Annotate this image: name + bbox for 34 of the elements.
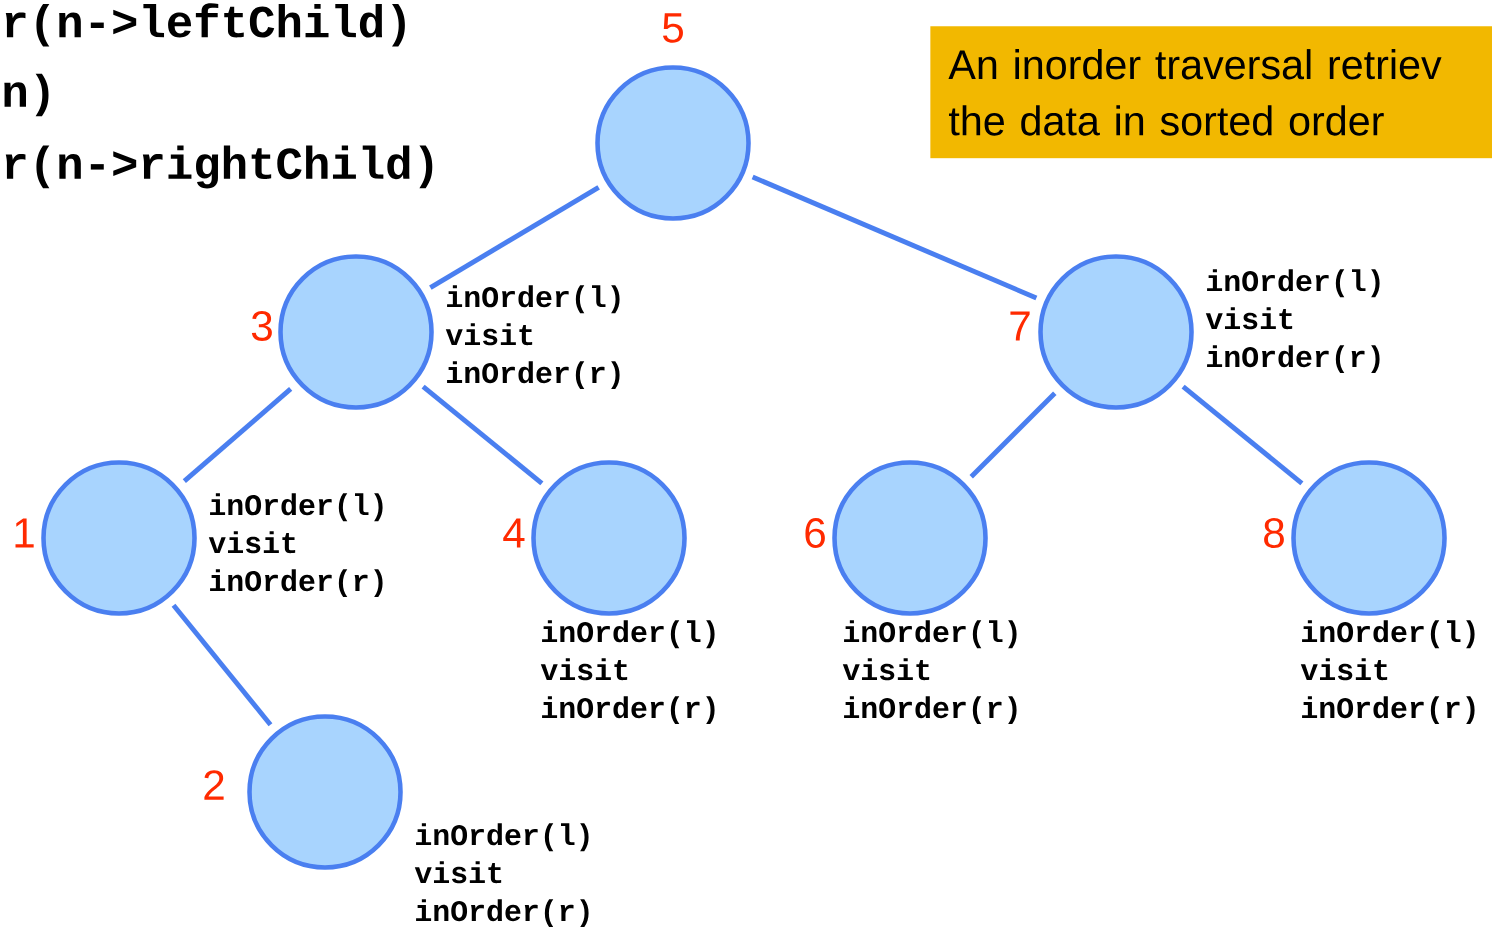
tree-edge (751, 174, 1038, 301)
tree-node-circle (247, 714, 403, 870)
note-box: An inorder traversal retriev the data in sorted order (930, 26, 1492, 159)
call-sequence-text: inOrder(l) visit inOrder(r) (414, 823, 589, 927)
tree-node-circle (832, 460, 988, 616)
node-number: 7 (1010, 311, 1030, 341)
tree-edge (182, 386, 293, 484)
tree-node-circle (595, 65, 751, 221)
tree-node-circle (531, 460, 687, 616)
call-sequence-text: inOrder(l) visit inOrder(r) (1300, 620, 1475, 725)
node-number: 3 (251, 311, 272, 341)
code-line: n) (4, 73, 49, 117)
node-number: 4 (503, 518, 525, 548)
node-number: 6 (805, 518, 825, 548)
tree-node-circle (1291, 460, 1447, 616)
tree-edge (969, 391, 1057, 479)
code-line: r(n->leftChild) (5, 3, 405, 47)
call-sequence-text: inOrder(l) visit inOrder(r) (208, 493, 383, 598)
node-number: 8 (1264, 518, 1284, 548)
code-line: r(n->rightChild) (5, 145, 433, 189)
tree-edge (429, 185, 600, 290)
call-sequence-text: inOrder(l) visit inOrder(r) (540, 620, 715, 725)
call-sequence-text: inOrder(l) visit inOrder(r) (1205, 269, 1380, 374)
call-sequence-text: inOrder(l) visit inOrder(r) (842, 620, 1017, 725)
node-number: 2 (204, 770, 224, 800)
tree-node-circle (41, 460, 197, 616)
call-sequence-text: inOrder(l) visit inOrder(r) (445, 285, 620, 390)
tree-edge (421, 384, 544, 486)
tree-node-circle (1038, 254, 1194, 410)
node-number: 1 (15, 518, 34, 548)
tree-edge (1181, 384, 1304, 486)
tree-node-circle (278, 254, 434, 410)
node-number: 5 (662, 13, 683, 43)
tree-edge (171, 603, 273, 727)
